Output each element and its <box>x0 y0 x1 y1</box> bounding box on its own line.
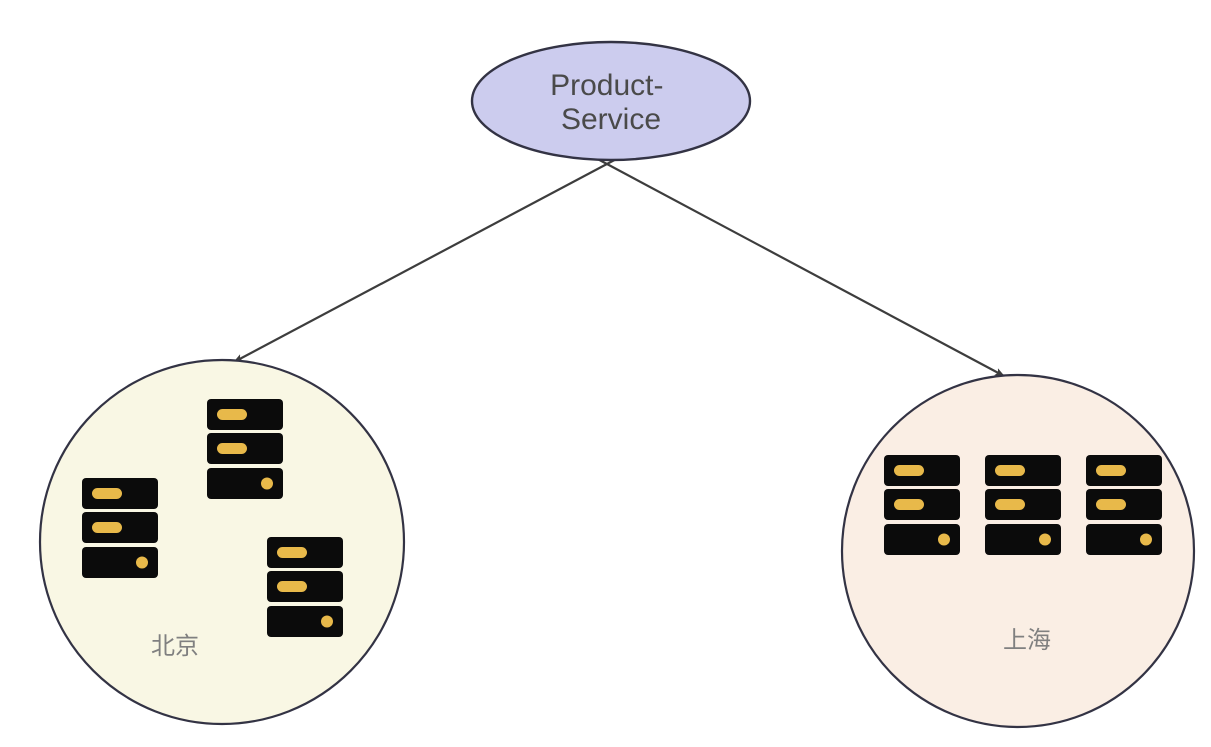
region-beijing-label: 北京 <box>151 633 199 660</box>
region-beijing[interactable]: 北京 <box>38 358 406 726</box>
region-shanghai[interactable]: 上海 <box>840 373 1196 729</box>
server-rack-icon[interactable] <box>1086 455 1162 555</box>
region-shanghai-label: 上海 <box>1003 627 1051 654</box>
node-product-service[interactable]: Product- Service <box>470 40 752 162</box>
edges-layer <box>233 155 1005 377</box>
server-rack-icon[interactable] <box>82 478 158 578</box>
node-product-service-ellipse[interactable] <box>470 40 752 162</box>
server-rack-icon[interactable] <box>884 455 960 555</box>
server-rack-icon[interactable] <box>985 455 1061 555</box>
node-product-service-label-line1: Product- <box>550 69 663 102</box>
server-rack-icon[interactable] <box>207 399 283 499</box>
edge-product-service-to-shanghai <box>591 155 1005 377</box>
node-product-service-label-line2: Service <box>561 103 661 136</box>
node-product-service-label: Product- Service <box>550 69 672 136</box>
edge-product-service-to-beijing <box>233 155 623 363</box>
server-rack-icon[interactable] <box>267 537 343 637</box>
